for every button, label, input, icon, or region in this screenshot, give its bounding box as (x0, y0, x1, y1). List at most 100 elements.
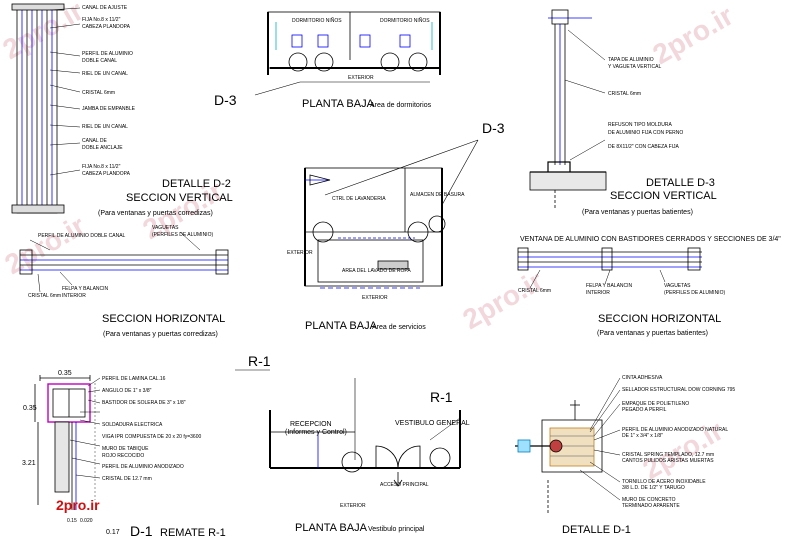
remate-r1-labels: 0.35 0.35 3.21 0.15 0.020 0.17 PERFIL DE… (22, 370, 226, 539)
label: CRISTAL DE 12.7 mm (102, 476, 152, 482)
detail-title: DETALLE D-1 (562, 524, 631, 536)
label: BASTIDOR DE SOLERA DE 3" x 1/8" (102, 400, 186, 406)
label: DE 8X11/2" CON CABEZA FIJA (608, 144, 680, 150)
detail-title: DETALLE D-3 (646, 177, 715, 189)
exterior-label: EXTERIOR (287, 250, 313, 256)
label: Y VAGUETA VERTICAL (608, 64, 661, 70)
label: (PERFILES DE ALUMINIO) (664, 290, 725, 296)
plan-title: PLANTA BAJA (302, 98, 375, 110)
detail-d2-labels: CANAL DE AJUSTE FIJA No.8 x 11/2" CABEZA… (82, 5, 233, 217)
label: CANTOS PULIDOS ARISTAS MUERTAS (622, 458, 714, 464)
detail-tag: D-1 (130, 523, 153, 539)
label: ROJO RECOCIDO (102, 453, 144, 459)
detail-title: DETALLE D-2 (162, 178, 231, 190)
label: PERFIL DE ALUMINIO ANODIZADO NATURAL (622, 427, 728, 433)
plan-servicios (304, 139, 479, 289)
plan-vestibulo (235, 369, 461, 487)
label: SOLDADURA ELECTRICA (102, 422, 163, 428)
label: INTERIOR (62, 293, 86, 299)
label: RIEL DE UN CANAL (82, 124, 128, 130)
label: TAPA DE ALUMINIO (608, 57, 654, 63)
dimension: 0.35 (23, 405, 37, 412)
label: PERFIL DE ALUMINIO DOBLE CANAL (38, 233, 126, 239)
label: CRISTAL 6mm (518, 288, 551, 294)
label: TORNILLO DE ACERO INOXIDABLE (622, 479, 706, 485)
label: PERFIL DE LAMINA CAL.16 (102, 376, 166, 382)
label: CABEZA PLANDOPA (82, 171, 131, 177)
section-tag: R-1 (248, 353, 271, 369)
label: TERMINADO APARENTE (622, 503, 680, 509)
label: ANGULO DE 1" x 3/8" (102, 388, 152, 394)
section-tag: R-1 (430, 389, 453, 405)
room-label: DORMITORIO NIÑOS (292, 17, 342, 24)
exterior-label: EXTERIOR (348, 75, 374, 81)
plan-dormitorios-labels: DORMITORIO NIÑOS DORMITORIO NIÑOS EXTERI… (214, 17, 432, 110)
label: DOBLE ANCLAJE (82, 145, 123, 151)
section-title: SECCION HORIZONTAL (102, 313, 225, 325)
label: CRISTAL 6mm (82, 90, 115, 96)
logo-text: 2pro.ir (56, 497, 100, 513)
access-label: ACCESO PRINCIPAL (380, 482, 429, 488)
label: CRISTAL 6mm (28, 293, 61, 299)
room-label: CTRL DE LAVANDERIA (332, 196, 386, 202)
label: PERFIL DE ALUMINIO (82, 51, 133, 57)
room-label: VESTIBULO GENERAL (395, 420, 470, 427)
label: 3/8 L.D. DE 1/2" Y TARUGO (622, 485, 685, 491)
label: PERFIL DE ALUMINIO ANODIZADO (102, 464, 184, 470)
detail-subtitle: SECCION VERTICAL (126, 192, 233, 204)
label: MURO DE TABIQUE (102, 446, 149, 452)
exterior-label: EXTERIOR (340, 503, 366, 509)
sec-h-right-labels: VENTANA DE ALUMINIO CON BASTIDORES CERRA… (518, 236, 781, 337)
detail-d1 (515, 377, 621, 515)
sec-h-left-labels: PERFIL DE ALUMINIO DOBLE CANAL VAGUETAS … (28, 225, 225, 338)
sec-h-right (517, 247, 702, 289)
dimension: 0.35 (58, 370, 72, 377)
plan-subtitle: Area de servicios (372, 324, 426, 331)
room-label: AREA DEL LAVADO DE ROPA (342, 268, 411, 274)
label: DOBLE CANAL (82, 58, 117, 64)
label: CANAL DE AJUSTE (82, 5, 128, 11)
section-header: VENTANA DE ALUMINIO CON BASTIDORES CERRA… (520, 236, 781, 243)
plan-title: PLANTA BAJA (295, 522, 368, 534)
section-note: (Para ventanas y puertas batientes) (597, 330, 708, 337)
label: CRISTAL 6mm (608, 91, 641, 97)
label: CANAL DE (82, 138, 107, 144)
detail-d2 (11, 3, 81, 214)
dimension: 0.15 (67, 518, 77, 524)
detail-note: (Para ventanas y puertas corredizas) (98, 210, 213, 217)
watermark: 2pro.ir (648, 0, 739, 70)
label: (PERFILES DE ALUMINIO) (152, 232, 213, 238)
remate-r1 (34, 375, 101, 510)
plan-servicios-labels: D-3 CTRL DE LAVANDERIA ALMACEN DE BASURA… (287, 120, 505, 332)
label: VAGUETAS (152, 225, 179, 231)
label: FIJA No.8 x 11/2" (82, 164, 121, 170)
watermark: 2pro.ir (458, 265, 549, 335)
label: DE 1" x 3/4" x 1/8" (622, 433, 663, 439)
label: INTERIOR (586, 290, 610, 296)
label: FIJA No.8 x 11/2" (82, 17, 121, 23)
label: MURO DE CONCRETO (622, 497, 676, 503)
label: RIEL DE UN CANAL (82, 71, 128, 77)
detail-d3-labels: TAPA DE ALUMINIO Y VAGUETA VERTICAL CRIS… (582, 57, 717, 216)
label: CINTA ADHESIVA (622, 375, 663, 381)
detail-d1-labels: CINTA ADHESIVA SELLADOR ESTRUCTURAL DOW … (562, 375, 735, 536)
label: CABEZA PLANDOPA (82, 24, 131, 30)
detail-subtitle: SECCION VERTICAL (610, 190, 717, 202)
section-tag: D-3 (482, 120, 505, 136)
section-note: (Para ventanas y puertas corredizas) (103, 331, 218, 338)
plan-subtitle: Area de dormitorios (370, 102, 432, 109)
detail-d3 (529, 9, 607, 208)
plan-vestibulo-labels: R-1 R-1 RECEPCION (Informes y Control) V… (248, 353, 470, 534)
plan-dormitorios (254, 11, 441, 96)
site-logo: 2pro.ir (56, 497, 100, 513)
label: FELPA Y BALANCIN (586, 283, 633, 289)
dimension: 0.17 (106, 529, 120, 536)
detail-title: REMATE R-1 (160, 527, 226, 539)
label: JAMBA DE EMPANBLE (82, 106, 136, 112)
room-label: ALMACEN DE BASURA (410, 192, 465, 198)
label: REFUSON TIPO MOLDURA (608, 122, 672, 128)
section-title: SECCION HORIZONTAL (598, 313, 721, 325)
exterior-label: EXTERIOR (362, 295, 388, 301)
section-tag: D-3 (214, 92, 237, 108)
